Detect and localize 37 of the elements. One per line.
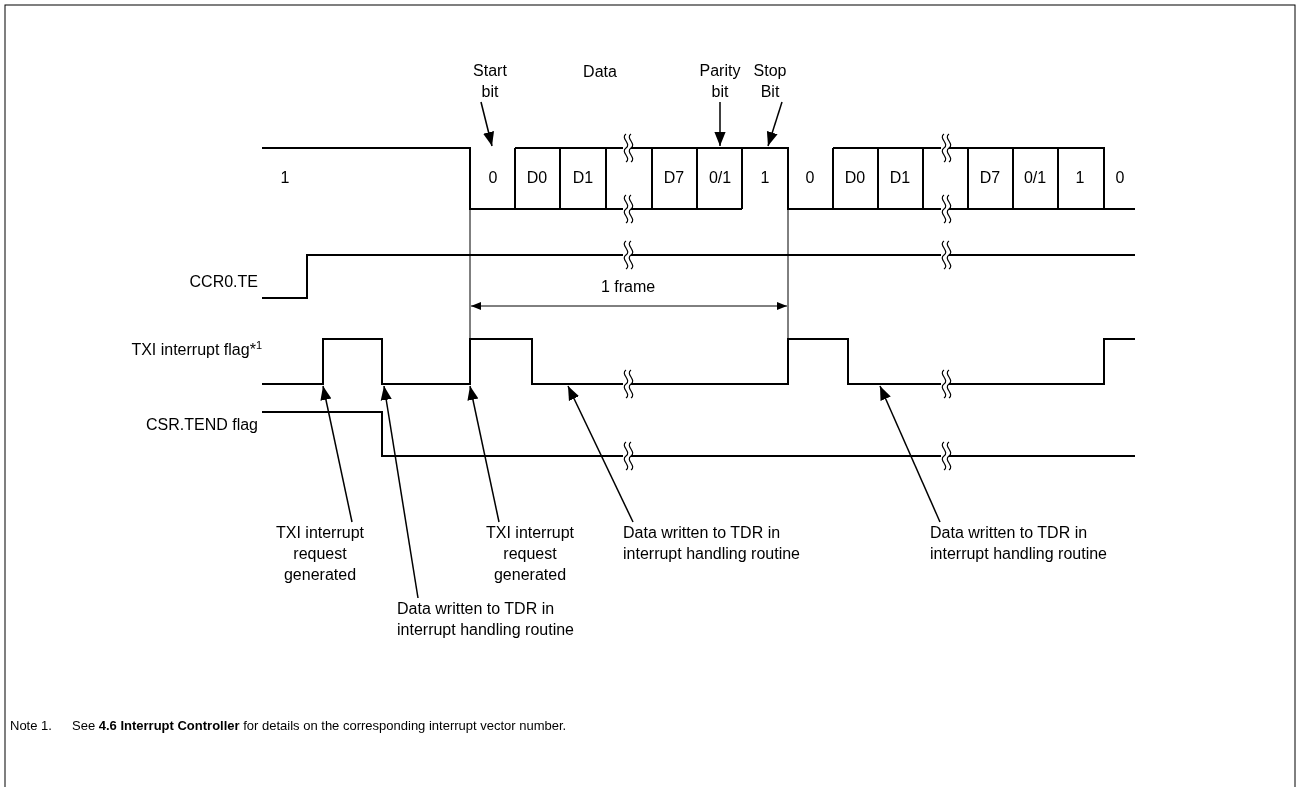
bit-value: D0	[526, 168, 548, 188]
bit-value: D7	[663, 168, 685, 188]
bit-value: 0	[1115, 168, 1125, 188]
leader-line	[480, 101, 495, 147]
bit-value: 0/1	[708, 168, 732, 188]
bit-value: D0	[844, 168, 866, 188]
bit-value: D1	[572, 168, 594, 188]
leader-line	[320, 385, 353, 523]
leader-line	[766, 101, 783, 147]
signal-name: CSR.TEND flag	[145, 415, 258, 435]
note-number: Note 1.	[10, 717, 52, 735]
dimension-label: 1 frame	[600, 277, 656, 297]
callout-text: Data written to TDR in interrupt handling routine	[623, 523, 801, 564]
signal-name: CCR0.TE	[189, 272, 258, 292]
leader-line	[879, 385, 941, 523]
bit-value: 0	[488, 168, 498, 188]
bit-value: 1	[280, 168, 290, 188]
bit-value: 1	[1075, 168, 1085, 188]
note-text: See 4.6 Interrupt Controller for details on the corresponding interrupt vector number.	[72, 717, 567, 735]
callout-text: TXI interrupt request generated	[275, 523, 365, 585]
callout-text: TXI interrupt request generated	[485, 523, 575, 585]
bit-value: 0/1	[1023, 168, 1047, 188]
bit-value: D7	[979, 168, 1001, 188]
leader-line	[467, 385, 500, 523]
callout-text: Stop Bit	[752, 61, 788, 102]
bit-value: 0	[805, 168, 815, 188]
bit-value: D1	[889, 168, 911, 188]
signal-name: TXI interrupt flag*$^{1}$	[131, 340, 262, 360]
leader-line	[380, 385, 419, 599]
callout-text: Data written to TDR in interrupt handling routine	[930, 523, 1108, 564]
field-label: Data	[583, 62, 617, 82]
callout-text: Data written to TDR in interrupt handling routine	[397, 599, 575, 640]
leader-line	[567, 385, 634, 523]
bit-value: 1	[760, 168, 770, 188]
leader-line	[714, 101, 726, 147]
callout-text: Start bit	[472, 61, 508, 102]
callout-text: Parity bit	[698, 61, 742, 102]
